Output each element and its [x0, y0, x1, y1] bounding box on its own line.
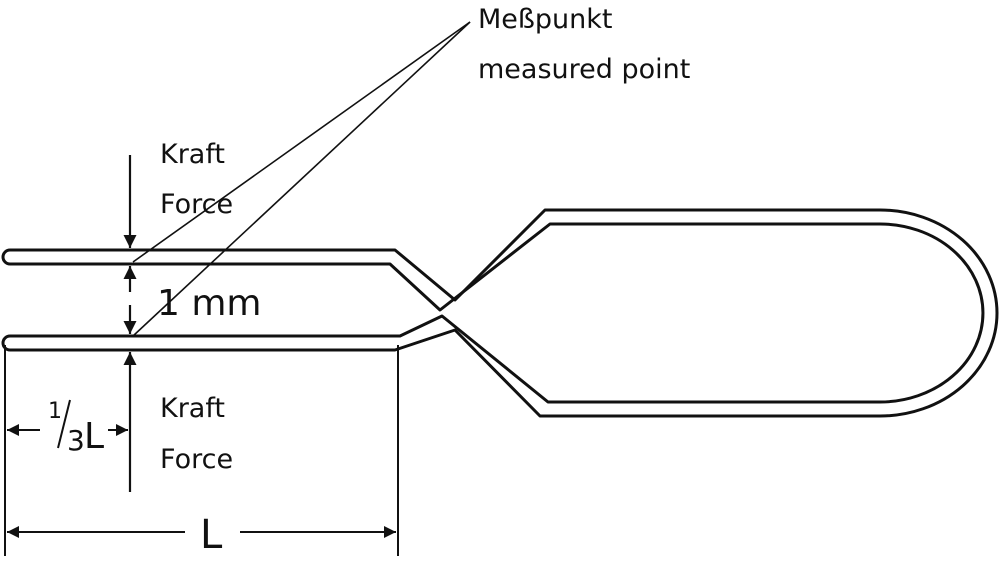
wire-left-tip-top	[1, 248, 11, 266]
leader-line-upper	[132, 21, 471, 263]
third-suffix: L	[84, 416, 104, 457]
label-force-top-en: Force	[160, 189, 233, 220]
label-length: L	[200, 512, 223, 558]
leader-line-lower	[132, 21, 471, 337]
label-third-length: 1 3 L	[48, 399, 104, 457]
wire-outer-edge	[10, 208, 999, 418]
label-measured-point-en: measured point	[478, 54, 690, 85]
label-force-top-de: Kraft	[160, 139, 225, 170]
label-force-bottom-de: Kraft	[160, 393, 225, 424]
label-gap: 1 mm	[157, 283, 261, 324]
dimension-lines	[4, 345, 399, 556]
third-numerator: 1	[48, 399, 62, 424]
third-fraction-slash	[57, 399, 71, 449]
measured-point-leaders	[132, 21, 471, 337]
spring-clip-wire	[1, 208, 999, 418]
wire-inner-edge	[10, 222, 985, 404]
label-measured-point-de: Meßpunkt	[478, 4, 613, 35]
third-denominator: 3	[67, 424, 85, 457]
wire-left-tip-bottom	[1, 334, 11, 352]
label-force-bottom-en: Force	[160, 444, 233, 475]
